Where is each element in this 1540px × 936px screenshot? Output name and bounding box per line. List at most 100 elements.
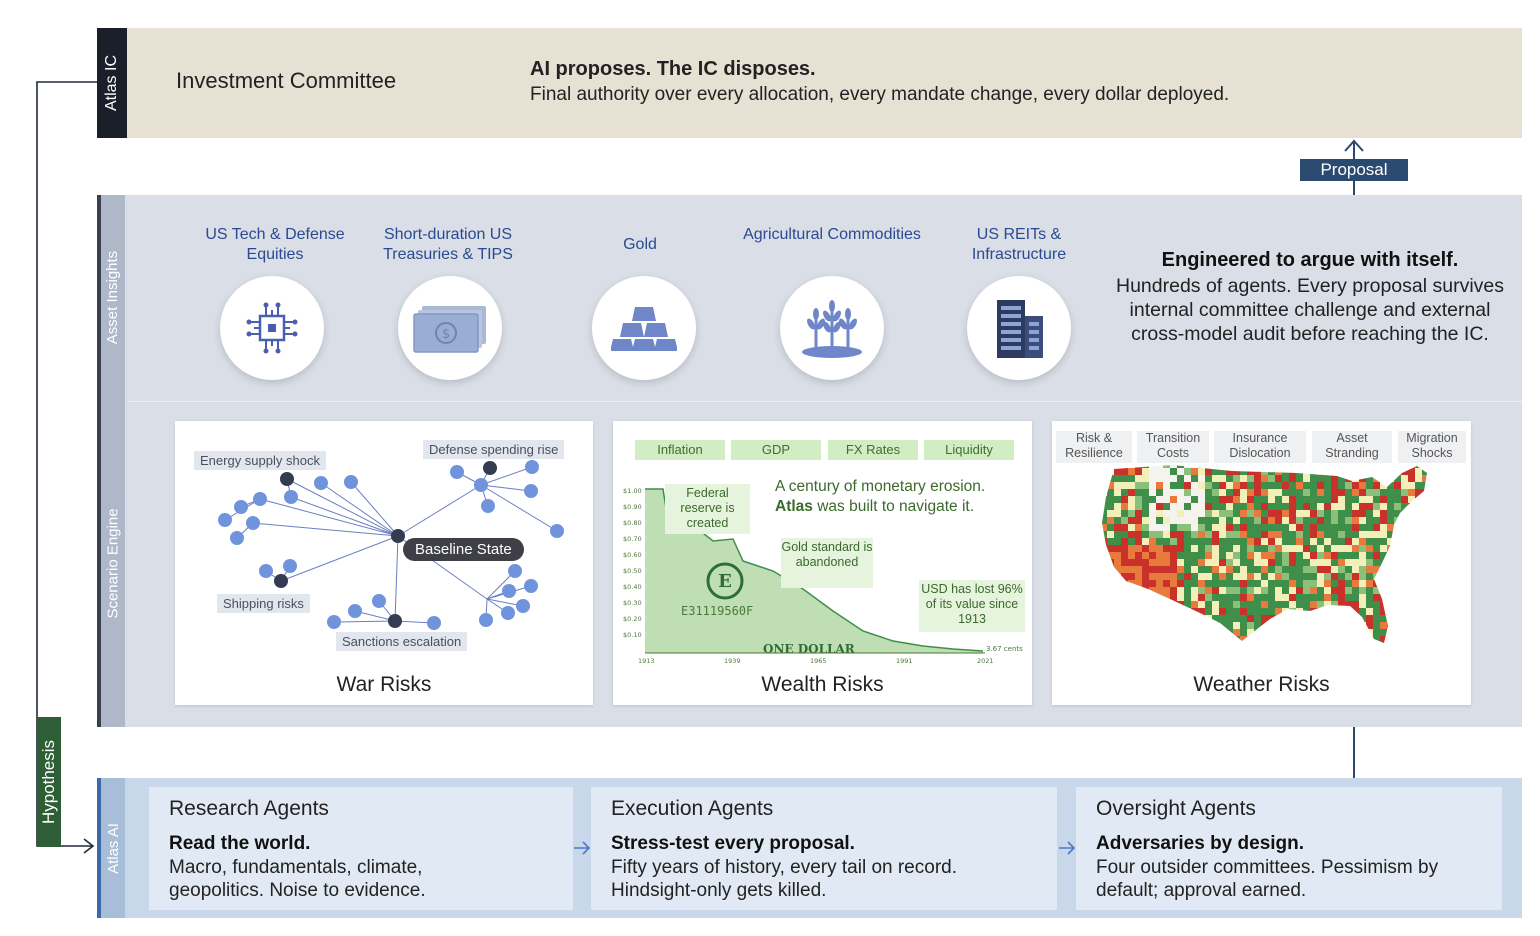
map-county-cell bbox=[1422, 608, 1427, 615]
map-county-cell bbox=[1163, 517, 1170, 524]
map-county-cell bbox=[1415, 622, 1422, 629]
map-county-cell bbox=[1184, 545, 1191, 552]
map-county-cell bbox=[1429, 552, 1436, 559]
map-county-cell bbox=[1247, 503, 1254, 510]
map-county-cell bbox=[1163, 643, 1170, 650]
map-county-cell bbox=[1317, 643, 1324, 650]
map-county-cell bbox=[1387, 559, 1394, 566]
map-county-cell bbox=[1156, 531, 1163, 538]
map-county-cell bbox=[1394, 510, 1401, 517]
map-county-cell bbox=[1275, 615, 1282, 622]
y-tick-010: $0.10 bbox=[623, 631, 642, 639]
map-county-cell bbox=[1394, 475, 1401, 482]
map-county-cell bbox=[1261, 573, 1268, 580]
map-county-cell bbox=[1170, 524, 1177, 531]
map-county-cell bbox=[1317, 468, 1324, 475]
map-county-cell bbox=[1212, 545, 1219, 552]
map-county-cell bbox=[1240, 531, 1247, 538]
map-county-cell bbox=[1170, 566, 1177, 573]
map-county-cell bbox=[1156, 468, 1163, 475]
map-county-cell bbox=[1247, 552, 1254, 559]
map-county-cell bbox=[1366, 594, 1373, 601]
map-county-cell bbox=[1170, 559, 1177, 566]
map-county-cell bbox=[1387, 552, 1394, 559]
callout-fed: Federal reserve is created bbox=[665, 484, 750, 534]
map-county-cell bbox=[1282, 552, 1289, 559]
map-county-cell bbox=[1289, 545, 1296, 552]
war-network-graph bbox=[218, 460, 564, 630]
map-county-cell bbox=[1359, 636, 1366, 643]
map-county-cell bbox=[1233, 538, 1240, 545]
map-county-cell bbox=[1233, 601, 1240, 608]
wealth-tag-fx: FX Rates bbox=[828, 440, 918, 460]
map-county-cell bbox=[1233, 622, 1240, 629]
map-county-cell bbox=[1102, 468, 1107, 475]
map-county-cell bbox=[1149, 552, 1156, 559]
map-county-cell bbox=[1331, 545, 1338, 552]
map-county-cell bbox=[1268, 587, 1275, 594]
map-county-cell bbox=[1268, 629, 1275, 636]
map-county-cell bbox=[1212, 559, 1219, 566]
map-county-cell bbox=[1121, 559, 1128, 566]
map-county-cell bbox=[1394, 468, 1401, 475]
map-county-cell bbox=[1184, 489, 1191, 496]
map-county-cell bbox=[1135, 587, 1142, 594]
map-county-cell bbox=[1275, 545, 1282, 552]
map-county-cell bbox=[1261, 496, 1268, 503]
map-county-cell bbox=[1149, 496, 1156, 503]
map-county-cell bbox=[1156, 629, 1163, 636]
map-county-cell bbox=[1198, 545, 1205, 552]
map-county-cell bbox=[1345, 482, 1352, 489]
asset-circle-reits bbox=[967, 276, 1071, 380]
map-county-cell bbox=[1198, 503, 1205, 510]
map-county-cell bbox=[1303, 489, 1310, 496]
map-county-cell bbox=[1261, 643, 1268, 650]
map-county-cell bbox=[1254, 608, 1261, 615]
map-county-cell bbox=[1324, 475, 1331, 482]
map-county-cell bbox=[1102, 559, 1107, 566]
map-county-cell bbox=[1387, 517, 1394, 524]
map-county-cell bbox=[1331, 531, 1338, 538]
map-county-cell bbox=[1268, 510, 1275, 517]
map-county-cell bbox=[1429, 594, 1436, 601]
map-county-cell bbox=[1205, 496, 1212, 503]
map-county-cell bbox=[1128, 636, 1135, 643]
map-county-cell bbox=[1226, 545, 1233, 552]
map-county-cell bbox=[1170, 643, 1177, 650]
map-county-cell bbox=[1254, 475, 1261, 482]
map-county-cell bbox=[1261, 489, 1268, 496]
map-county-cell bbox=[1366, 468, 1373, 475]
map-county-cell bbox=[1282, 622, 1289, 629]
map-county-cell bbox=[1296, 587, 1303, 594]
map-county-cell bbox=[1149, 517, 1156, 524]
map-county-cell bbox=[1102, 489, 1107, 496]
map-county-cell bbox=[1121, 608, 1128, 615]
map-county-cell bbox=[1408, 482, 1415, 489]
map-county-cell bbox=[1415, 608, 1422, 615]
map-county-cell bbox=[1268, 552, 1275, 559]
x-tick-1939: 1939 bbox=[724, 657, 741, 665]
map-county-cell bbox=[1226, 524, 1233, 531]
map-county-cell bbox=[1310, 573, 1317, 580]
map-county-cell bbox=[1352, 538, 1359, 545]
map-county-cell bbox=[1261, 566, 1268, 573]
map-county-cell bbox=[1163, 587, 1170, 594]
map-county-cell bbox=[1401, 629, 1408, 636]
map-county-cell bbox=[1275, 636, 1282, 643]
scenario-engine-tab: Scenario Engine bbox=[97, 400, 129, 727]
map-county-cell bbox=[1261, 622, 1268, 629]
map-county-cell bbox=[1177, 524, 1184, 531]
map-county-cell bbox=[1380, 545, 1387, 552]
map-county-cell bbox=[1121, 587, 1128, 594]
map-county-cell bbox=[1366, 580, 1373, 587]
map-county-cell bbox=[1345, 559, 1352, 566]
map-county-cell bbox=[1233, 510, 1240, 517]
map-county-cell bbox=[1198, 594, 1205, 601]
map-county-cell bbox=[1149, 524, 1156, 531]
map-county-cell bbox=[1401, 573, 1408, 580]
map-county-cell bbox=[1331, 636, 1338, 643]
map-county-cell bbox=[1261, 580, 1268, 587]
map-county-cell bbox=[1226, 573, 1233, 580]
map-county-cell bbox=[1359, 559, 1366, 566]
map-county-cell bbox=[1289, 580, 1296, 587]
